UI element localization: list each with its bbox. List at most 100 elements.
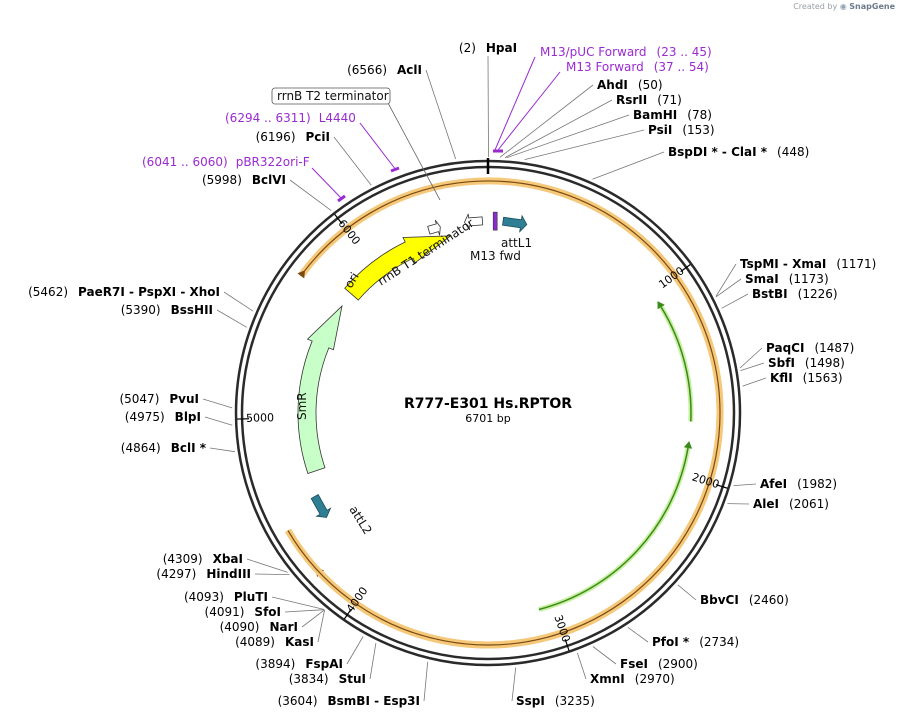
tick-label: 3000 [551,613,572,644]
site-leader [677,584,697,601]
primer-leader [359,122,397,171]
site-label-sspi: SspI(3235) [516,694,595,708]
snapgene-logo-icon: ◉ [839,2,847,11]
rrnb-t1-feature [464,213,484,231]
site-label-afei: AfeI(1982) [760,477,837,491]
snapgene-credit: Created by ◉ SnapGene [793,2,895,11]
site-label-pfoi: PfoI *(2734) [652,635,739,649]
site-label-rsrii: RsrII(71) [616,93,682,107]
site-leader [627,627,649,643]
site-leader [333,136,372,186]
site-label-sbfi: SbfI(1498) [768,356,845,370]
site-label-sfoi: (4091)SfoI [205,605,281,619]
site-leader [721,293,749,309]
site-label-paer7i: (5462)PaeR7I - PspXI - XhoI [28,285,220,299]
rrnb-t2-box [271,87,391,105]
tick-mark [715,484,728,489]
site-label-ahdi: AhdI(50) [597,78,663,92]
ori-feature [344,235,453,301]
site-label-stui: (3834)StuI [289,672,366,686]
rrnb-t2-feature [427,219,441,236]
site-label-fspai: (3894)FspAI [255,657,343,671]
site-leader [423,661,429,702]
credit-prefix: Created by [793,2,838,11]
site-label-fsei: FseI(2900) [620,657,698,671]
orf-left-arrow [297,270,305,279]
site-leader [742,377,767,387]
site-label-kfli: KflI(1563) [770,371,843,385]
site-leader [740,362,765,371]
site-leader [733,483,757,486]
m13fwd-label: M13 fwd [470,249,521,263]
tick-mark [343,608,352,620]
site-label-bsshii: (5390)BssHII [121,303,213,317]
site-label-bspdi: BspDI * - ClaI *(448) [668,145,809,159]
site-leader [524,129,645,160]
site-label-bsmbi: (3604)BsmBI - Esp3I [278,694,420,708]
site-leader [209,447,235,453]
site-label-xbai: (4309)XbaI [163,552,243,566]
site-leader [715,278,742,298]
green-orf-feature [659,305,694,422]
site-label-psii: PsiI(153) [648,123,715,137]
green-orf-feature [538,447,691,612]
tick-mark [680,264,691,273]
site-leader [592,646,617,665]
site-label-bcli: (4864)BclI * [121,441,207,455]
site-leader [425,69,457,160]
primer-l4440: (6294 .. 6311)L4440 [225,111,356,125]
feature-track [284,177,724,649]
attl2-feature [310,494,332,518]
site-leader [289,179,332,211]
attl1-feature [502,214,528,233]
primer-annotations: M13/pUC Forward(23 .. 45) M13 Forward(37… [142,45,712,203]
site-leader [284,609,325,613]
plasmid-name: R777-E301 Hs.RPTOR [404,396,572,412]
site-label-bbvci: BbvCI(2460) [700,593,789,607]
green-orf-arrow [657,301,665,310]
site-label-paqci: PaqCI(1487) [766,341,854,355]
site-label-tspmi: TspMI - XmaI(1171) [740,257,876,271]
plasmid-size: 6701 bp [465,412,510,425]
green-orf-line [660,306,692,422]
site-label-acli: (6566)AclI [347,63,422,77]
site-leader [592,151,665,180]
site-leader [254,573,290,575]
site-leader [369,643,377,680]
attl1-label: attL1 [501,236,532,250]
site-label-pluti: (4093)PluTI [184,590,268,604]
site-leader [301,609,325,628]
site-label-xmni: XmnI(2970) [590,672,675,686]
green-orf-arrow [683,441,693,449]
site-leader [246,558,288,573]
site-label-blpi: (4975)BlpI [125,410,201,424]
site-leader [715,263,737,297]
site-label-alei: AleI(2061) [753,497,829,511]
site-label-hindiii: (4297)HindIII [156,567,251,581]
site-leader [504,99,613,158]
tick-label: 5000 [246,411,274,425]
site-label-pvui: (5047)PvuI [119,392,199,406]
site-label-kasi: (4089)KasI [235,635,314,649]
terminator-leader [387,102,441,201]
site-label-smai: SmaI(1173) [745,272,829,286]
site-leader [216,309,248,328]
site-label-bclvi: (5998)BclVI [202,173,286,187]
site-label-nari: (4090)NarI [220,620,298,634]
m13-fwd-feature [492,211,498,231]
site-leader [499,84,594,158]
site-leader [204,416,233,426]
site-leader [577,652,587,680]
site-leader [317,609,325,643]
tick-mark [564,639,570,651]
primer-mark [390,166,400,173]
green-orf-line [538,447,689,611]
orf-left-line [287,180,721,646]
site-leader [346,636,364,665]
smr-label: SmR [295,392,309,420]
primer-leader [311,167,343,200]
site-leader [739,347,763,369]
site-leader [511,667,517,702]
